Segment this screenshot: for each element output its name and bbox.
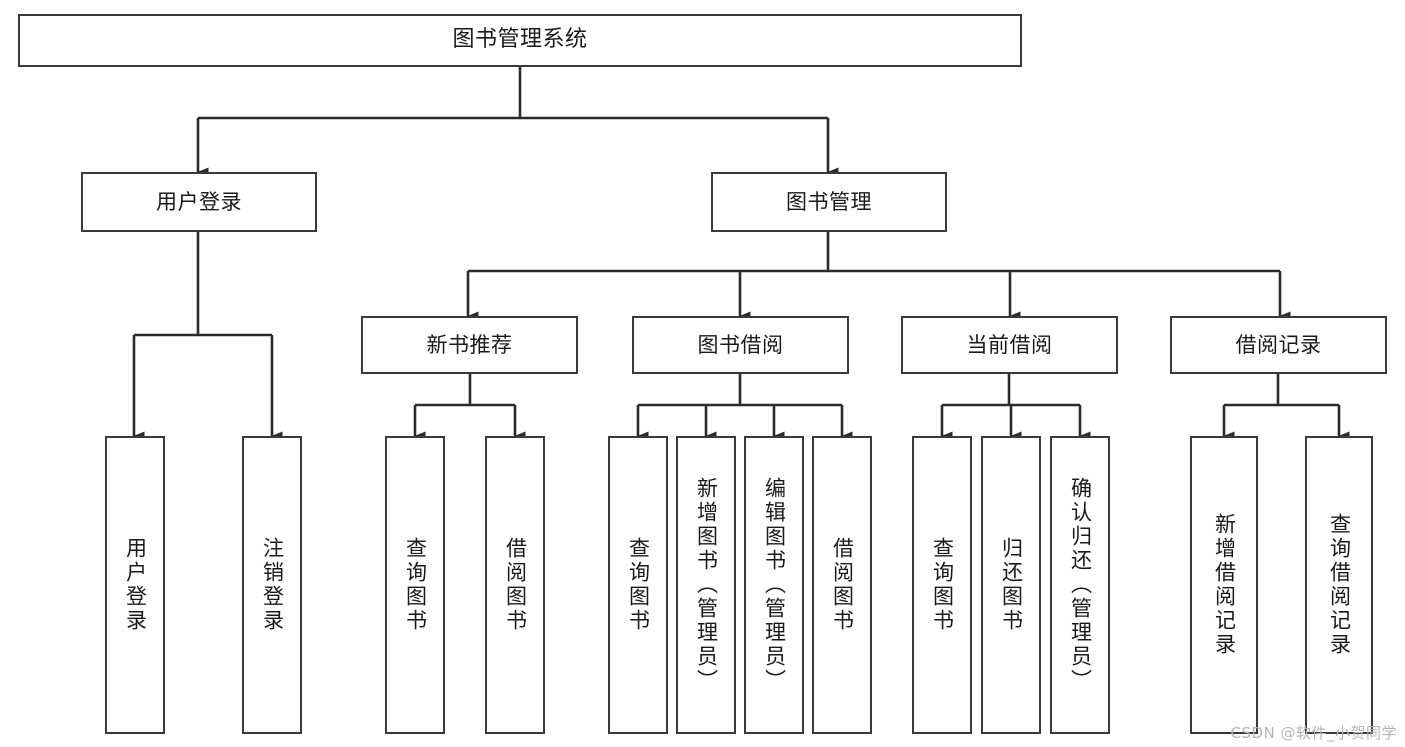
node-leaf-rcd-query[interactable]: 查询借阅记录: [1305, 436, 1373, 734]
node-leaf-cur-return[interactable]: 归还图书: [981, 436, 1041, 734]
node-label-leaf-rcd-add: 新增借阅记录: [1212, 513, 1237, 657]
node-label-leaf-brw-add: 新增图书（管理员）: [694, 477, 719, 693]
node-leaf-rec-query[interactable]: 查询图书: [385, 436, 445, 734]
node-label-book-borrow: 图书借阅: [697, 332, 784, 357]
node-label-leaf-cur-return: 归还图书: [999, 537, 1024, 633]
node-label-leaf-brw-borrow: 借阅图书: [830, 537, 855, 633]
node-label-leaf-cur-confirm: 确认归还（管理员）: [1068, 477, 1093, 693]
node-leaf-cur-confirm[interactable]: 确认归还（管理员）: [1050, 436, 1110, 734]
node-label-root: 图书管理系统: [452, 27, 588, 53]
node-current-borrow[interactable]: 当前借阅: [901, 316, 1118, 374]
node-leaf-brw-add[interactable]: 新增图书（管理员）: [676, 436, 736, 734]
node-leaf-user-logout[interactable]: 注销登录: [242, 436, 302, 734]
connector-group: [132, 67, 1350, 441]
node-label-book-manage: 图书管理: [786, 189, 872, 214]
node-user-login[interactable]: 用户登录: [81, 172, 317, 232]
node-label-user-login: 用户登录: [156, 189, 242, 214]
node-leaf-rec-borrow[interactable]: 借阅图书: [485, 436, 545, 734]
node-leaf-brw-edit[interactable]: 编辑图书（管理员）: [744, 436, 804, 734]
node-label-current-borrow: 当前借阅: [966, 332, 1053, 357]
node-label-leaf-brw-query: 查询图书: [626, 537, 651, 633]
node-book-borrow[interactable]: 图书借阅: [632, 316, 849, 374]
node-new-book-rec[interactable]: 新书推荐: [361, 316, 578, 374]
node-label-leaf-rec-borrow: 借阅图书: [503, 537, 528, 633]
node-label-leaf-rcd-query: 查询借阅记录: [1327, 513, 1352, 657]
node-leaf-user-login[interactable]: 用户登录: [105, 436, 165, 734]
node-label-leaf-cur-query: 查询图书: [930, 537, 955, 633]
node-leaf-brw-borrow[interactable]: 借阅图书: [812, 436, 872, 734]
node-leaf-cur-query[interactable]: 查询图书: [912, 436, 972, 734]
node-label-leaf-user-logout: 注销登录: [260, 537, 285, 633]
node-label-leaf-user-login: 用户登录: [123, 537, 148, 633]
node-leaf-brw-query[interactable]: 查询图书: [608, 436, 668, 734]
node-book-manage[interactable]: 图书管理: [711, 172, 947, 232]
node-label-new-book-rec: 新书推荐: [426, 332, 513, 357]
node-label-borrow-record: 借阅记录: [1235, 332, 1322, 357]
node-borrow-record[interactable]: 借阅记录: [1170, 316, 1387, 374]
node-leaf-rcd-add[interactable]: 新增借阅记录: [1190, 436, 1258, 734]
node-root[interactable]: 图书管理系统: [18, 14, 1022, 67]
node-label-leaf-rec-query: 查询图书: [403, 537, 428, 633]
node-label-leaf-brw-edit: 编辑图书（管理员）: [762, 477, 787, 693]
